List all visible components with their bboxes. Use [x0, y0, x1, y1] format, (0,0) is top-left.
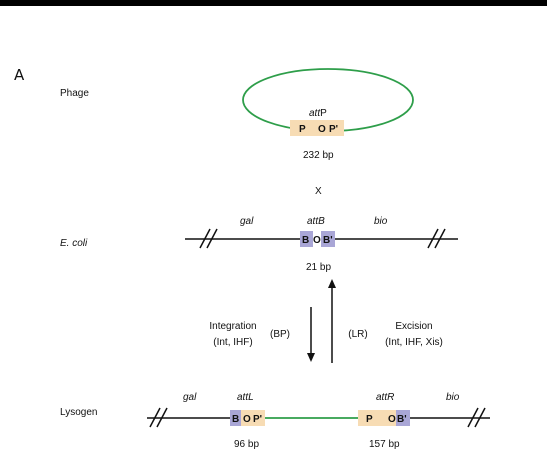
attb-size: 21 bp: [306, 262, 331, 273]
attb-box-b-prime: [321, 231, 335, 247]
attl-segment-p-prime: P': [253, 414, 262, 425]
top-border-bar: [0, 0, 547, 6]
attb-segment-b-prime: B': [323, 235, 333, 246]
excision-arrow-head: [328, 279, 336, 288]
attp-label: attP: [309, 108, 327, 119]
integration-type: (BP): [270, 329, 290, 340]
attl-label: attL: [237, 392, 254, 403]
attb-segment-b: B: [302, 235, 309, 246]
excision-type: (LR): [348, 329, 367, 340]
lysogen-break-right-2: [474, 407, 486, 428]
lysogen-gene-right: bio: [446, 392, 460, 403]
attp-segment-o: O: [318, 124, 326, 135]
excision-factors: (Int, IHF, Xis): [385, 337, 443, 348]
attb-segment-o: O: [313, 235, 321, 246]
ecoli-gene-right: bio: [374, 216, 388, 227]
attl-segment-o: O: [243, 414, 251, 425]
attl-box-b: [230, 410, 241, 426]
phage-label: Phage: [60, 88, 89, 99]
excision-title: Excision: [395, 321, 432, 332]
attb-label: attB: [307, 216, 325, 227]
attr-label: attR: [376, 392, 394, 403]
attb-box-o: [313, 231, 321, 247]
ecoli-gene-left: gal: [240, 216, 254, 227]
cross-symbol: X: [315, 186, 322, 197]
attr-box-b-prime: [396, 410, 410, 426]
ecoli-break-right-2: [434, 228, 446, 249]
lysogen-break-left-1: [149, 407, 161, 428]
integration-title: Integration: [209, 321, 256, 332]
attp-box: [290, 120, 344, 136]
attb-box-b: [300, 231, 313, 247]
lysogen-gene-left: gal: [183, 392, 197, 403]
panel-label: A: [14, 66, 25, 84]
lysogen-break-right-1: [467, 407, 479, 428]
attl-box-op: [241, 410, 265, 426]
attr-size: 157 bp: [369, 439, 400, 450]
attr-segment-o: O: [388, 414, 396, 425]
lysogen-label: Lysogen: [60, 407, 97, 418]
ecoli-break-right-1: [427, 228, 439, 249]
attr-segment-b-prime: B': [397, 414, 407, 425]
integration-arrow-head: [307, 353, 315, 362]
attp-segment-p: P: [299, 124, 306, 135]
attl-size: 96 bp: [234, 439, 259, 450]
attr-box-po: [358, 410, 396, 426]
ecoli-break-left-1: [199, 228, 211, 249]
attl-segment-b: B: [232, 414, 239, 425]
attp-size: 232 bp: [303, 150, 334, 161]
integration-factors: (Int, IHF): [213, 337, 252, 348]
ecoli-label: E. coli: [60, 238, 88, 249]
ecoli-break-left-2: [206, 228, 218, 249]
attp-segment-p-prime: P': [329, 124, 338, 135]
lysogen-break-left-2: [156, 407, 168, 428]
attr-segment-p: P: [366, 414, 373, 425]
